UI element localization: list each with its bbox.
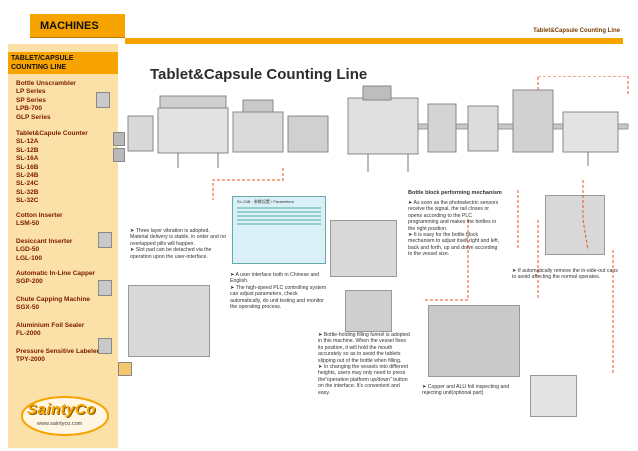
sidebar-heading: TABLET/CAPSULE COUNTING LINE: [8, 52, 118, 74]
filling-bullets: ➤ Bottle-holding filling funnel is adopt…: [318, 332, 410, 396]
logo-url[interactable]: www.saintyco.com: [37, 421, 83, 427]
bullet-item: ➤ Bottle-holding filling funnel is adopt…: [318, 332, 410, 364]
sidebar-item[interactable]: Chute Capping Machine: [16, 296, 91, 303]
bullet-item: ➤ Slot pad can be detached via the opera…: [130, 247, 212, 260]
sidebar-item[interactable]: LPB-700: [16, 105, 43, 113]
sidebar-item[interactable]: SL-32C: [16, 197, 39, 205]
sidebar-item[interactable]: SL-12A: [16, 138, 39, 146]
bottle-block-title: Bottle block performing mechanism: [408, 190, 502, 196]
bullet-item: ➤ As soon as the photoelectric sensors r…: [408, 200, 499, 232]
sidebar-heading-line2: COUNTING LINE: [11, 64, 67, 71]
bottle-block-photo: [545, 195, 605, 255]
sidebar-group-capper: Automatic In-Line Capper SGP-200: [16, 270, 95, 287]
sidebar-group-labeler: Pressure Sensitive Labeler TPY-2000: [16, 348, 99, 365]
bullet-item: ➤ A user interface both in Chinese and E…: [230, 272, 320, 285]
sidebar-item[interactable]: Automatic In-Line Capper: [16, 270, 96, 277]
page-title: Tablet&Capsule Counting Line: [150, 66, 368, 83]
sidebar-item[interactable]: Cotton Inserter: [16, 212, 63, 219]
sidebar-item[interactable]: SL-12B: [16, 146, 39, 154]
sidebar-item[interactable]: TPY-2000: [16, 356, 45, 364]
sidebar-group-foil: Aluminium Foil Sealer FL-2000: [16, 322, 84, 339]
bottle-block-bullets: ➤ As soon as the photoelectric sensors r…: [408, 200, 500, 258]
saintyco-logo-badge: [21, 396, 109, 436]
foil-seal-closeup-photo: [530, 375, 577, 417]
sidebar-item[interactable]: SL-24B: [16, 172, 39, 180]
bullet-item: ➤ If automatically remove the in-side-ou…: [512, 268, 618, 281]
sidebar-item[interactable]: Tablet&Capule Counter: [16, 130, 88, 137]
desiccant-thumb: [98, 232, 112, 248]
header-right-caption: Tablet&Capsule Counting Line: [533, 28, 620, 34]
sidebar-item[interactable]: Bottle Unscrambler: [16, 80, 76, 87]
counter-thumb-2: [113, 148, 125, 162]
bullet-item: ➤ Copper and ALU foil inspecting and rej…: [422, 384, 510, 397]
sidebar-item[interactable]: LSM-50: [16, 220, 40, 228]
sidebar-item[interactable]: FL-2000: [16, 330, 41, 338]
bottle-holder-photo: [345, 290, 392, 332]
sidebar-group-unscrambler: Bottle Unscrambler LP Series SP Series L…: [16, 80, 76, 122]
machines-tab[interactable]: MACHINES: [30, 14, 125, 38]
sidebar-item[interactable]: SL-16B: [16, 163, 39, 171]
counting-line-photo: [127, 76, 629, 172]
bullet-item: ➤ In changing the vessels into different…: [318, 364, 408, 396]
filling-funnel-photo: [330, 220, 397, 277]
sidebar-item[interactable]: SL-16A: [16, 155, 39, 163]
bullet-item: ➤ It is easy for the bottle block mechan…: [408, 232, 500, 258]
header-bar: [125, 38, 623, 44]
vibration-tray-photo: [128, 285, 210, 357]
sidebar-item[interactable]: LGL-100: [16, 254, 43, 262]
foil-thumb: [98, 338, 112, 354]
sidebar-group-chute: Chute Capping Machine SGX-50: [16, 296, 90, 313]
sidebar-item[interactable]: SGX-50: [16, 304, 40, 312]
sidebar-item[interactable]: Pressure Sensitive Labeler: [16, 348, 100, 355]
machines-tab-label: MACHINES: [40, 19, 99, 32]
counter-thumb: [113, 132, 125, 146]
sidebar-item[interactable]: SL-24C: [16, 180, 39, 188]
sidebar-item[interactable]: LGD-50: [16, 246, 40, 254]
sidebar-item[interactable]: Aluminium Foil Sealer: [16, 322, 85, 329]
sidebar-item[interactable]: LP Series: [16, 88, 46, 96]
logo-wordmark: SaintyCo: [27, 401, 97, 418]
unscrambler-thumb: [96, 92, 110, 108]
sidebar-item[interactable]: SP Series: [16, 96, 46, 104]
labeler-thumb: [118, 362, 132, 376]
sidebar-item[interactable]: Desiccant Inserter: [16, 238, 73, 245]
plc-interface-screen: SL-24B · 参数设置 / Parameters: [232, 196, 326, 264]
vibration-bullets: ➤ Three layer vibration is adopted. Mate…: [130, 228, 228, 260]
capper-thumb: [98, 280, 112, 296]
callout-connectors: [212, 168, 614, 375]
sidebar-group-cotton: Cotton Inserter LSM-50: [16, 212, 63, 229]
foil-inspection-photo: [428, 305, 520, 377]
sidebar-item[interactable]: SGP-200: [16, 278, 43, 286]
sidebar-item[interactable]: SL-32B: [16, 188, 39, 196]
sidecaps-bullets: ➤ If automatically remove the in-side-ou…: [512, 268, 622, 281]
sidebar-group-counter: Tablet&Capule Counter SL-12A SL-12B SL-1…: [16, 130, 88, 206]
foil-bullets: ➤ Copper and ALU foil inspecting and rej…: [422, 384, 518, 397]
sidebar-group-desiccant: Desiccant Inserter LGD-50 LGL-100: [16, 238, 72, 263]
sidebar-heading-line1: TABLET/CAPSULE: [11, 55, 74, 62]
bullet-item: ➤ Three layer vibration is adopted. Mate…: [130, 228, 227, 247]
interface-bullets: ➤ A user interface both in Chinese and E…: [230, 272, 328, 310]
sidebar-item[interactable]: GLP Series: [16, 113, 51, 121]
bullet-item: ➤ The high-speed PLC controlling system …: [230, 284, 327, 311]
